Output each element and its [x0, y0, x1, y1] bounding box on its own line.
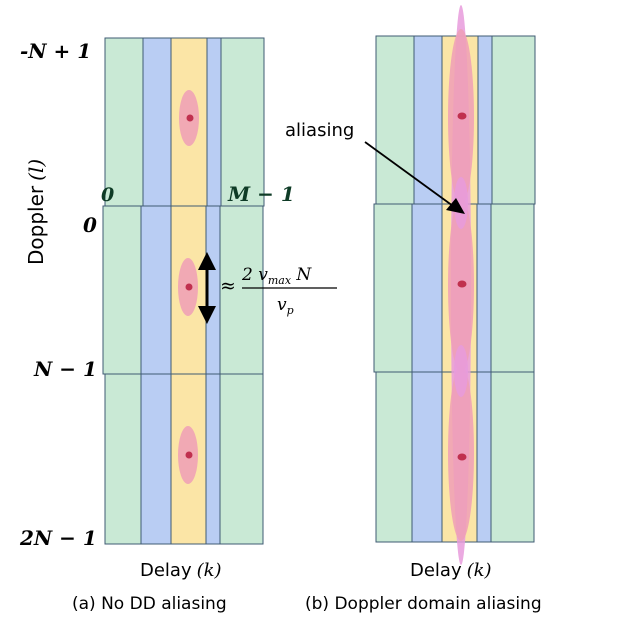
left-block1-green-left	[104, 37, 144, 207]
right-block1-blue-right	[477, 35, 493, 205]
right-block3-green-left	[375, 371, 413, 543]
aliasing-label: aliasing	[285, 120, 354, 141]
left-block2-blue-left	[140, 205, 172, 375]
right-block1-green-right	[491, 35, 536, 205]
left-grid	[102, 37, 265, 545]
spread-arrow	[198, 252, 216, 324]
row-label-neg-n-plus-1: -N + 1	[20, 39, 91, 63]
approx-symbol: ≈	[220, 275, 236, 297]
row-label-zero: 0	[83, 213, 97, 237]
row-label-n-minus-1: N − 1	[33, 357, 97, 381]
left-dot-1	[186, 114, 194, 122]
right-caption: (b) Doppler domain aliasing	[305, 594, 542, 614]
fraction-denominator: vp	[277, 295, 294, 317]
spread-annotation: ≈ 2 vmax N vp	[220, 265, 337, 317]
right-dot-1	[457, 112, 467, 120]
right-x-axis-label: Delay(k)	[410, 560, 492, 581]
right-block2-blue-right	[476, 203, 492, 373]
right-block3-blue-right	[476, 371, 492, 543]
left-spots	[178, 90, 199, 484]
right-block1-blue-left	[413, 35, 443, 205]
left-block2-green-right	[219, 205, 264, 375]
right-block2-blue-left	[411, 203, 443, 373]
right-block2-green-left	[373, 203, 413, 373]
right-block3-green-right	[490, 371, 535, 543]
left-caption: (a) No DD aliasing	[72, 594, 227, 614]
left-block3-blue-right	[205, 373, 221, 545]
left-x-axis-label: Delay(k)	[140, 560, 222, 581]
fraction-numerator: 2 vmax N	[241, 265, 312, 287]
row-label-2n-minus-1: 2N − 1	[19, 526, 97, 550]
left-block3-blue-left	[140, 373, 172, 545]
right-spots	[448, 5, 474, 565]
left-dot-3	[185, 451, 193, 459]
left-block1-green-right	[220, 37, 265, 207]
right-overlap-2	[454, 345, 468, 397]
right-dot-2	[457, 280, 467, 288]
aliasing-arrow	[364, 141, 465, 214]
left-block1-blue-right	[206, 37, 222, 207]
left-block3-green-left	[104, 373, 142, 545]
right-block3-blue-left	[411, 371, 443, 543]
left-dot-2	[185, 283, 193, 291]
left-block3-green-right	[219, 373, 264, 545]
left-block2-green-left	[102, 205, 142, 375]
right-block1-green-left	[375, 35, 415, 205]
row-labels: -N + 1 0 N − 1 2N − 1	[19, 39, 97, 550]
col-label-zero: 0	[101, 184, 114, 206]
right-overlap-1	[454, 177, 468, 229]
col-label-m-minus-1: M − 1	[227, 182, 295, 206]
left-block1-blue-left	[142, 37, 172, 207]
right-grid	[373, 35, 536, 543]
y-axis-label: Doppler(l)	[24, 159, 48, 265]
right-dot-3	[457, 453, 467, 461]
right-spread-3	[448, 365, 474, 541]
right-block2-green-right	[490, 203, 535, 373]
